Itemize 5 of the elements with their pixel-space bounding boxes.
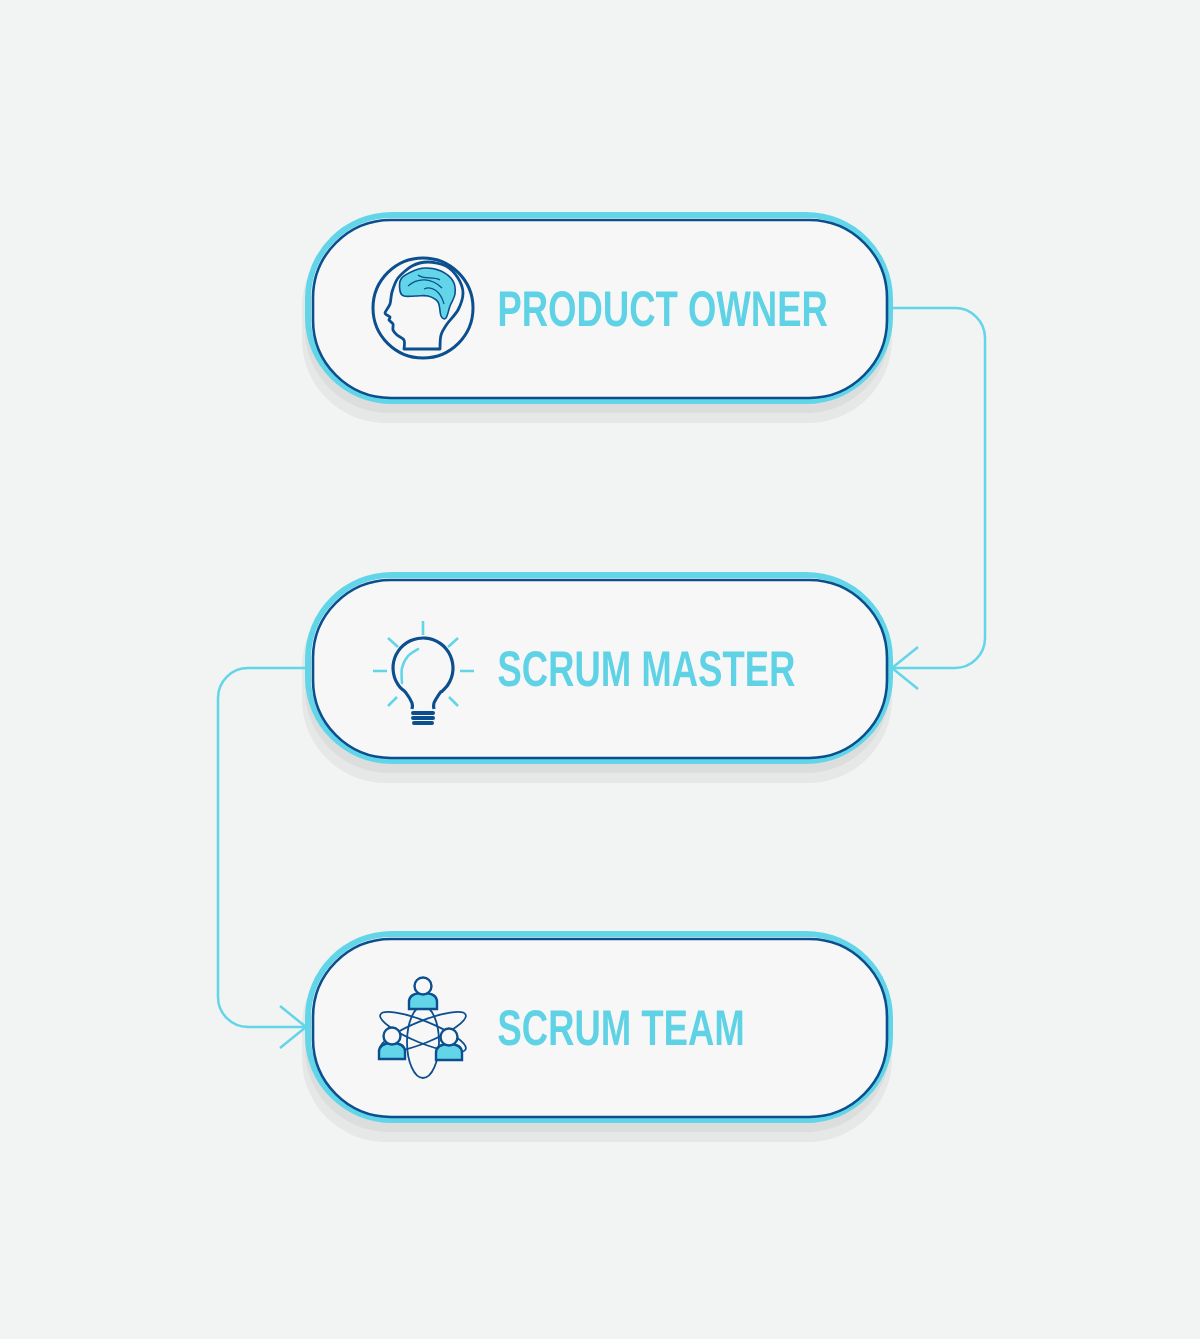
- connector-arrow: [890, 306, 987, 690]
- connector-arrow: [216, 666, 308, 1049]
- role-box: PRODUCT OWNER: [302, 212, 893, 423]
- role-box: SCRUM TEAM: [302, 931, 893, 1142]
- role-box: SCRUM MASTER: [302, 572, 893, 783]
